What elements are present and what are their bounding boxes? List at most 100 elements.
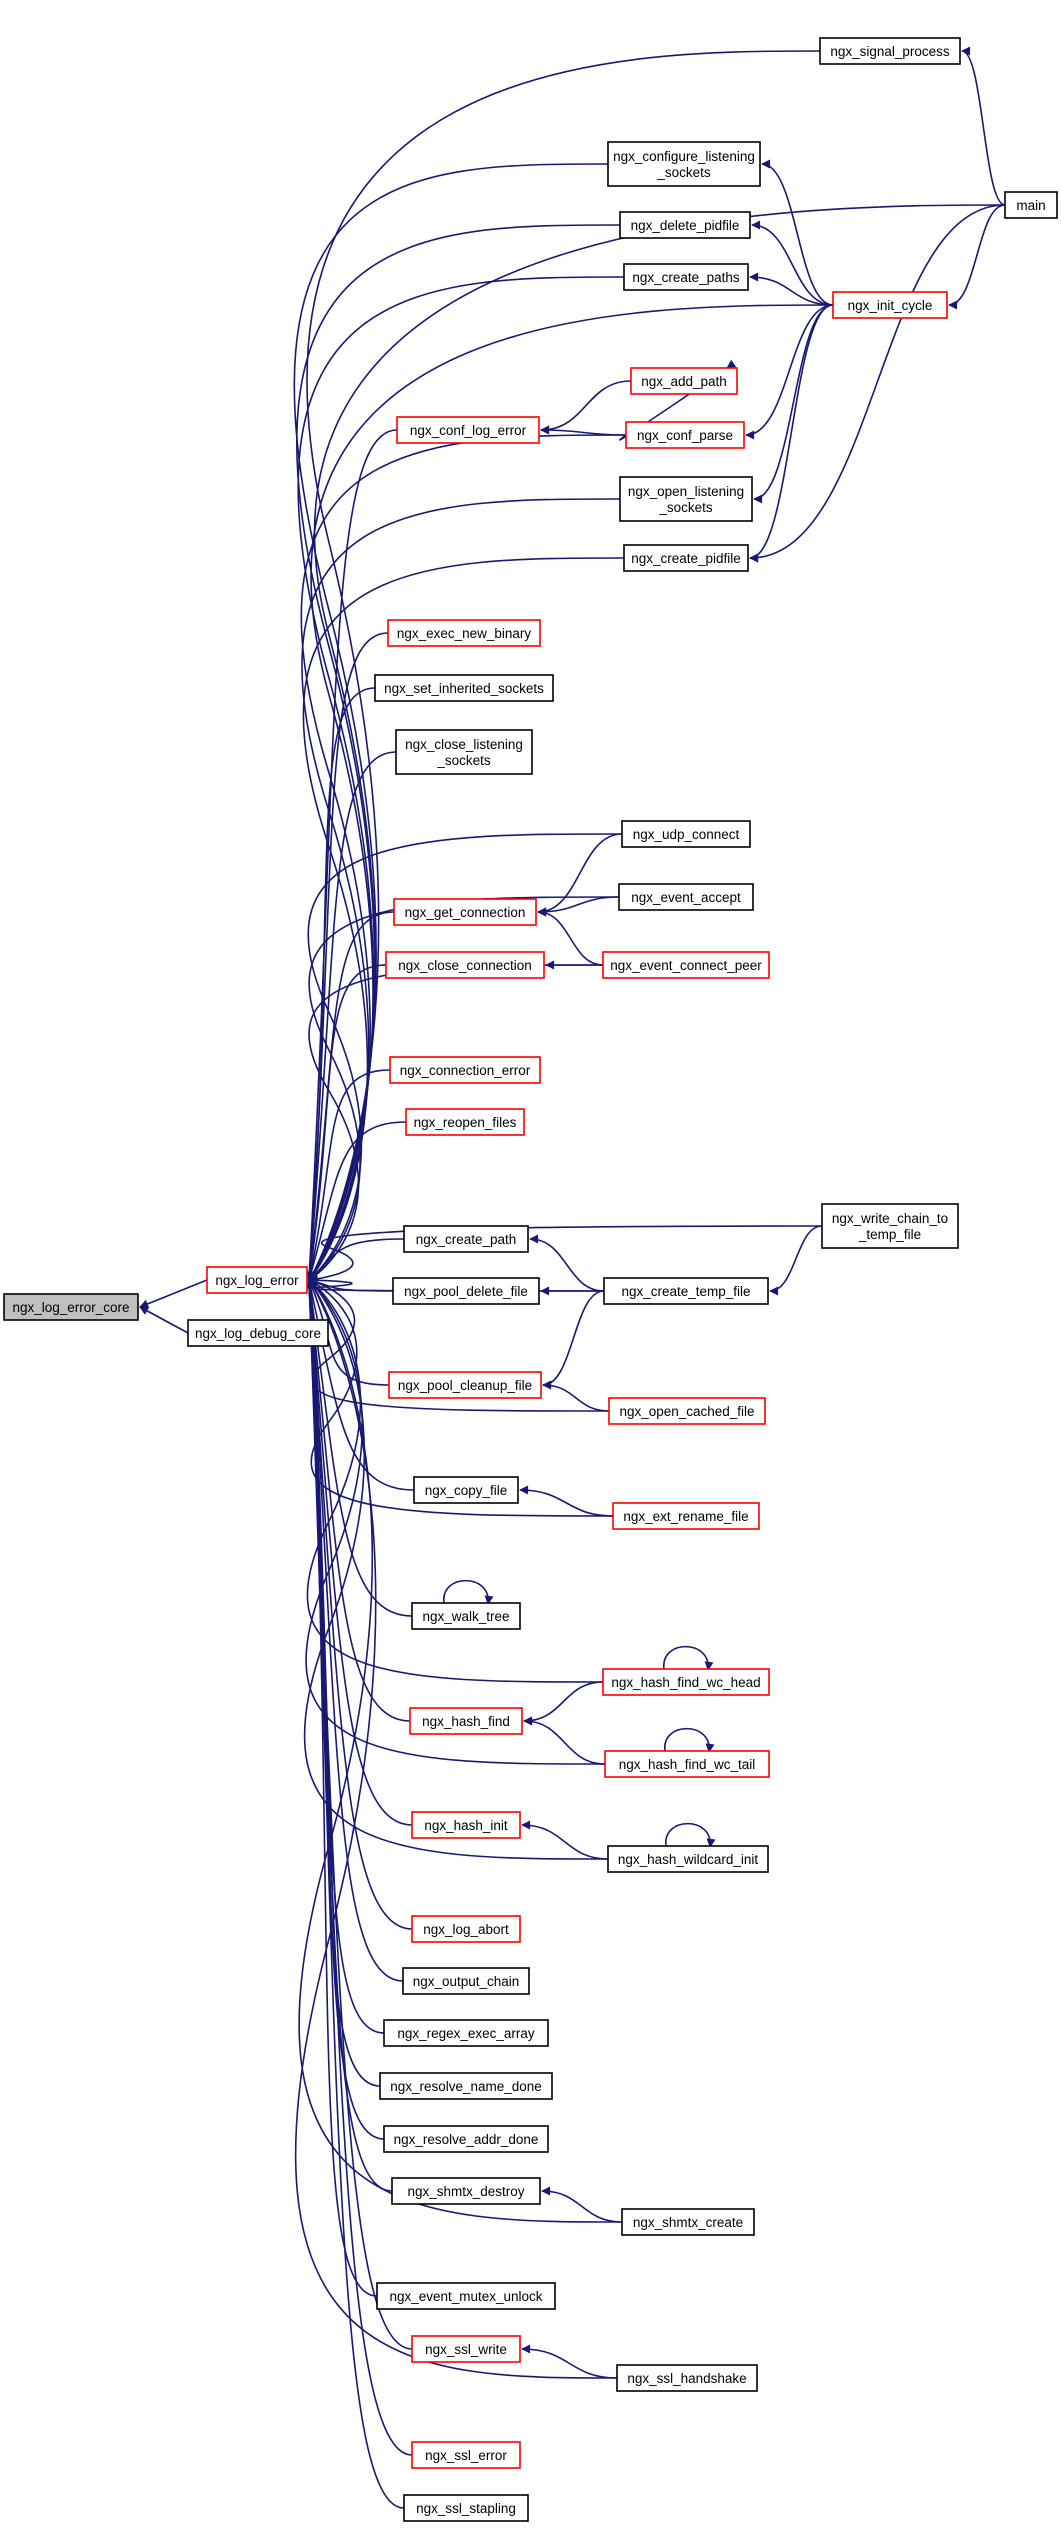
edge-create_temp_file-to-create_path bbox=[529, 1234, 605, 1292]
node-label: ngx_hash_init bbox=[424, 1818, 508, 1833]
node-event-connect-peer[interactable]: ngx_event_connect_peer bbox=[602, 951, 770, 979]
node-box bbox=[607, 1845, 769, 1873]
edge-udp_connect-to-get_connection bbox=[537, 833, 623, 917]
node-label: ngx_add_path bbox=[641, 374, 727, 389]
node-hash-find[interactable]: ngx_hash_find bbox=[409, 1707, 523, 1735]
node-label: ngx_event_connect_peer bbox=[610, 958, 762, 973]
edge-ext_rename_file-to-copy_file bbox=[519, 1485, 614, 1517]
node-open-cached-file[interactable]: ngx_open_cached_file bbox=[608, 1397, 766, 1425]
node-label: ngx_udp_connect bbox=[633, 827, 740, 842]
node-label: ngx_conf_log_error bbox=[410, 423, 527, 438]
node-close-connection[interactable]: ngx_close_connection bbox=[385, 951, 545, 979]
node-ssl-write[interactable]: ngx_ssl_write bbox=[411, 2335, 521, 2363]
node-label: ngx_close_listening bbox=[405, 737, 523, 752]
edge-log_error-to-root bbox=[139, 1279, 208, 1309]
node-shmtx-destroy[interactable]: ngx_shmtx_destroy bbox=[391, 2177, 541, 2205]
node-box bbox=[608, 1397, 766, 1425]
node-label: ngx_pool_delete_file bbox=[404, 1284, 528, 1299]
node-open-listening[interactable]: ngx_open_listening_sockets bbox=[619, 476, 753, 522]
node-log-error[interactable]: ngx_log_error bbox=[206, 1266, 308, 1294]
node-box bbox=[602, 951, 770, 979]
node-box bbox=[604, 1750, 770, 1778]
edge-hash_find_wc_tail-to-log_error bbox=[305, 1275, 606, 1765]
edge-hash_find_wc_head-to-hash_find_wc_head bbox=[663, 1645, 714, 1671]
node-label: ngx_log_debug_core bbox=[195, 1326, 321, 1341]
node-log-abort[interactable]: ngx_log_abort bbox=[411, 1915, 521, 1943]
node-root[interactable]: ngx_log_error_core bbox=[3, 1293, 139, 1321]
node-event-accept[interactable]: ngx_event_accept bbox=[618, 883, 754, 911]
edge-hash_wildcard_init-to-hash_wildcard_init bbox=[665, 1822, 716, 1848]
node-label: ngx_exec_new_binary bbox=[397, 626, 532, 641]
node-box bbox=[607, 141, 761, 187]
node-create-pidfile[interactable]: ngx_create_pidfile bbox=[623, 544, 749, 572]
edge-hash_wildcard_init-to-log_error bbox=[303, 1275, 609, 1860]
edge-init_cycle-to-configure_listening bbox=[761, 159, 834, 306]
node-hash-find-wc-tail[interactable]: ngx_hash_find_wc_tail bbox=[604, 1750, 770, 1778]
node-pool-delete-file[interactable]: ngx_pool_delete_file bbox=[392, 1277, 540, 1305]
node-resolve-name-done[interactable]: ngx_resolve_name_done bbox=[379, 2072, 553, 2100]
node-regex-exec-array[interactable]: ngx_regex_exec_array bbox=[383, 2019, 549, 2047]
node-pool-cleanup-file[interactable]: ngx_pool_cleanup_file bbox=[388, 1371, 542, 1399]
node-hash-wildcard-init[interactable]: ngx_hash_wildcard_init bbox=[607, 1845, 769, 1873]
node-ext-rename-file[interactable]: ngx_ext_rename_file bbox=[612, 1502, 760, 1530]
node-copy-file[interactable]: ngx_copy_file bbox=[413, 1476, 519, 1504]
node-conf-log-error[interactable]: ngx_conf_log_error bbox=[396, 416, 540, 444]
node-set-inherited[interactable]: ngx_set_inherited_sockets bbox=[374, 674, 554, 702]
edge-create_path-to-log_error bbox=[308, 1238, 405, 1281]
node-label: ngx_ssl_write bbox=[425, 2342, 507, 2357]
node-main[interactable]: main bbox=[1004, 191, 1058, 219]
node-box bbox=[388, 1371, 542, 1399]
node-label: ngx_event_accept bbox=[631, 890, 741, 905]
node-reopen-files[interactable]: ngx_reopen_files bbox=[405, 1108, 525, 1136]
node-label: ngx_shmtx_destroy bbox=[407, 2184, 524, 2199]
node-shmtx-create[interactable]: ngx_shmtx_create bbox=[621, 2208, 755, 2236]
edge-shmtx_create-to-shmtx_destroy bbox=[541, 2186, 623, 2223]
node-add-path[interactable]: ngx_add_path bbox=[630, 367, 738, 395]
node-close-listening[interactable]: ngx_close_listening_sockets bbox=[395, 729, 533, 775]
node-ssl-handshake[interactable]: ngx_ssl_handshake bbox=[616, 2364, 758, 2392]
edge-ssl_handshake-to-log_error bbox=[294, 1276, 618, 2379]
edge-hash_find_wc_head-to-hash_find bbox=[523, 1681, 604, 1726]
node-delete-pidfile[interactable]: ngx_delete_pidfile bbox=[619, 211, 751, 239]
node-output-chain[interactable]: ngx_output_chain bbox=[402, 1967, 530, 1995]
node-ssl-stapling[interactable]: ngx_ssl_stapling bbox=[403, 2494, 529, 2522]
edge-conf_log_error-to-log_error bbox=[304, 429, 398, 1281]
node-box bbox=[411, 2441, 521, 2469]
node-udp-connect[interactable]: ngx_udp_connect bbox=[621, 820, 751, 848]
node-create-paths[interactable]: ngx_create_paths bbox=[623, 263, 749, 291]
node-ssl-error[interactable]: ngx_ssl_error bbox=[411, 2441, 521, 2469]
node-hash-find-wc-head[interactable]: ngx_hash_find_wc_head bbox=[602, 1668, 770, 1696]
node-box bbox=[206, 1266, 308, 1294]
node-resolve-addr-done[interactable]: ngx_resolve_addr_done bbox=[383, 2125, 549, 2153]
node-conf-parse[interactable]: ngx_conf_parse bbox=[625, 421, 745, 449]
node-connection-error[interactable]: ngx_connection_error bbox=[389, 1056, 541, 1084]
node-label: ngx_set_inherited_sockets bbox=[384, 681, 544, 696]
node-log-debug-core[interactable]: ngx_log_debug_core bbox=[187, 1319, 329, 1347]
edge-log_debug_core-to-root bbox=[139, 1306, 189, 1334]
node-label: ngx_resolve_name_done bbox=[390, 2079, 542, 2094]
node-configure-listening[interactable]: ngx_configure_listening_sockets bbox=[607, 141, 761, 187]
edge-close_connection-to-log_error bbox=[305, 964, 387, 1281]
node-create-temp-file[interactable]: ngx_create_temp_file bbox=[603, 1277, 769, 1305]
node-box bbox=[603, 1277, 769, 1305]
node-hash-init[interactable]: ngx_hash_init bbox=[411, 1811, 521, 1839]
node-box bbox=[374, 674, 554, 702]
node-exec-new-binary[interactable]: ngx_exec_new_binary bbox=[387, 619, 541, 647]
node-get-connection[interactable]: ngx_get_connection bbox=[393, 898, 537, 926]
node-signal-process[interactable]: ngx_signal_process bbox=[819, 37, 961, 65]
edges bbox=[139, 46, 1006, 2509]
node-box bbox=[187, 1319, 329, 1347]
node-event-mutex-unlock[interactable]: ngx_event_mutex_unlock bbox=[376, 2282, 556, 2310]
node-label: ngx_log_error bbox=[215, 1273, 299, 1288]
node-label: ngx_regex_exec_array bbox=[397, 2026, 535, 2041]
edge-hash_find_wc_tail-to-hash_find bbox=[523, 1716, 606, 1765]
node-init-cycle[interactable]: ngx_init_cycle bbox=[832, 291, 948, 319]
node-create-path[interactable]: ngx_create_path bbox=[403, 1225, 529, 1253]
edge-hash_wildcard_init-to-hash_init bbox=[521, 1820, 609, 1860]
node-label: ngx_copy_file bbox=[425, 1483, 508, 1498]
node-box bbox=[411, 1915, 521, 1943]
edge-walk_tree-to-walk_tree bbox=[443, 1579, 494, 1605]
node-walk-tree[interactable]: ngx_walk_tree bbox=[411, 1602, 521, 1630]
node-box bbox=[619, 476, 753, 522]
node-write-chain[interactable]: ngx_write_chain_to_temp_file bbox=[821, 1203, 959, 1249]
